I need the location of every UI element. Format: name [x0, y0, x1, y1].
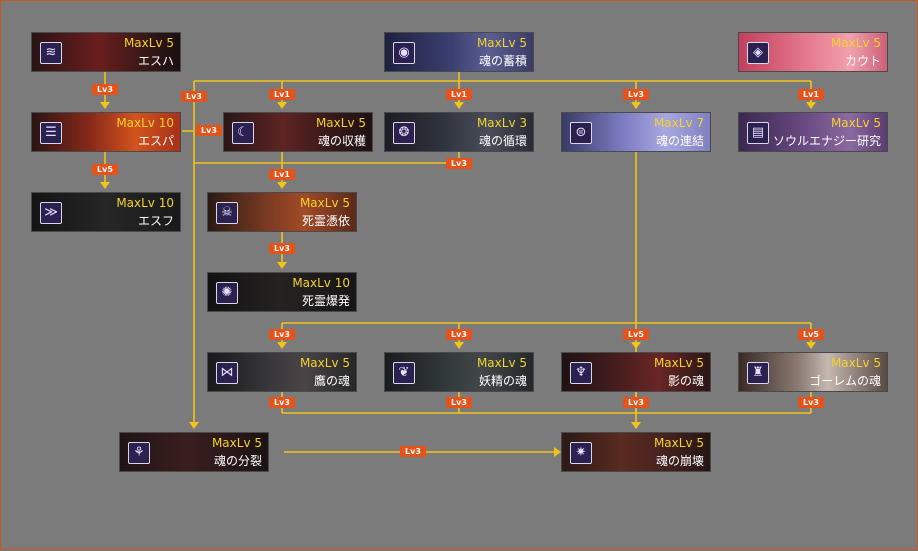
skill-hyoui[interactable]: ☠ MaxLv 5 死霊憑依 [207, 192, 357, 232]
skill-name: 影の魂 [667, 374, 704, 388]
skill-esufu[interactable]: ≫ MaxLv 10 エスフ [31, 192, 181, 232]
maxlv-label: MaxLv 10 [292, 276, 350, 290]
skill-bunretsu[interactable]: ⚘ MaxLv 5 魂の分裂 [119, 432, 269, 472]
skill-name: 死霊憑依 [301, 214, 350, 228]
skull-icon: ☠ [216, 202, 238, 224]
skill-name: 魂の循環 [478, 134, 527, 148]
level-tag: Lv1 [269, 89, 295, 100]
orb-icon: ◉ [393, 42, 415, 64]
level-tag: Lv3 [269, 243, 295, 254]
level-tag: Lv3 [446, 329, 472, 340]
level-tag: Lv5 [92, 164, 118, 175]
skill-yousei[interactable]: ❦ MaxLv 5 妖精の魂 [384, 352, 534, 392]
ripple-icon: ☰ [40, 122, 62, 144]
maxlv-label: MaxLv 5 [653, 436, 704, 450]
skill-esuha[interactable]: ≋ MaxLv 5 エスハ [31, 32, 181, 72]
cycle-icon: ❂ [393, 122, 415, 144]
book-icon: ▤ [747, 122, 769, 144]
skill-junkan[interactable]: ❂ MaxLv 3 魂の循環 [384, 112, 534, 152]
maxlv-label: MaxLv 7 [653, 116, 704, 130]
level-tag: Lv1 [798, 89, 824, 100]
skill-taka[interactable]: ⋈ MaxLv 5 鷹の魂 [207, 352, 357, 392]
level-tag: Lv3 [400, 446, 426, 457]
skill-name: エスフ [137, 214, 174, 228]
level-tag: Lv3 [92, 84, 118, 95]
chevron-icon: ≫ [40, 202, 62, 224]
skill-name: 妖精の魂 [478, 374, 527, 388]
skill-houkai[interactable]: ✷ MaxLv 5 魂の崩壊 [561, 432, 711, 472]
maxlv-label: MaxLv 3 [476, 116, 527, 130]
maxlv-label: MaxLv 10 [116, 196, 174, 210]
skill-bakuhatsu[interactable]: ✺ MaxLv 10 死霊爆発 [207, 272, 357, 312]
link-fairy-icon: ❦ [393, 362, 415, 384]
maxlv-label: MaxLv 5 [653, 356, 704, 370]
level-tag: Lv3 [269, 397, 295, 408]
skill-name: エスハ [137, 54, 174, 68]
level-tag: Lv5 [798, 329, 824, 340]
skill-kauto[interactable]: ◈ MaxLv 5 カウト [738, 32, 888, 72]
maxlv-label: MaxLv 5 [315, 116, 366, 130]
link-shadow-icon: ♆ [570, 362, 592, 384]
skill-kenkyu[interactable]: ▤ MaxLv 5 ソウルエナジー研究 [738, 112, 888, 152]
skill-name: 魂の崩壊 [655, 454, 704, 468]
skill-name: カウト [844, 54, 881, 68]
wave-icon: ≋ [40, 42, 62, 64]
level-tag: Lv3 [623, 397, 649, 408]
level-tag: Lv5 [623, 329, 649, 340]
level-tag: Lv3 [181, 91, 207, 102]
skill-esupa[interactable]: ☰ MaxLv 10 エスパ [31, 112, 181, 152]
burst-icon: ✺ [216, 282, 238, 304]
skill-name: エスパ [137, 134, 174, 148]
maxlv-label: MaxLv 5 [476, 36, 527, 50]
link-golem-icon: ♜ [747, 362, 769, 384]
skill-chikuseki[interactable]: ◉ MaxLv 5 魂の蓄積 [384, 32, 534, 72]
skill-name: ゴーレムの魂 [809, 374, 881, 388]
maxlv-label: MaxLv 10 [116, 116, 174, 130]
skill-name: 魂の蓄積 [478, 54, 527, 68]
skill-renketsu[interactable]: ⊜ MaxLv 7 魂の連結 [561, 112, 711, 152]
maxlv-label: MaxLv 5 [830, 116, 881, 130]
level-tag: Lv3 [798, 397, 824, 408]
collapse-icon: ✷ [570, 442, 592, 464]
skill-name: 鷹の魂 [313, 374, 350, 388]
split-icon: ⚘ [128, 442, 150, 464]
maxlv-label: MaxLv 5 [123, 36, 174, 50]
maxlv-label: MaxLv 5 [299, 196, 350, 210]
skill-golem[interactable]: ♜ MaxLv 5 ゴーレムの魂 [738, 352, 888, 392]
skill-kage[interactable]: ♆ MaxLv 5 影の魂 [561, 352, 711, 392]
skill-name: 魂の分裂 [213, 454, 262, 468]
skill-name: 死霊爆発 [301, 294, 350, 308]
maxlv-label: MaxLv 5 [476, 356, 527, 370]
diamond-icon: ◈ [747, 42, 769, 64]
skill-name: 魂の連結 [655, 134, 704, 148]
skill-name: ソウルエナジー研究 [772, 134, 881, 148]
level-tag: Lv1 [269, 169, 295, 180]
crescent-icon: ☾ [232, 122, 254, 144]
level-tag: Lv3 [446, 158, 472, 169]
maxlv-label: MaxLv 5 [299, 356, 350, 370]
level-tag: Lv3 [446, 397, 472, 408]
maxlv-label: MaxLv 5 [211, 436, 262, 450]
maxlv-label: MaxLv 5 [830, 356, 881, 370]
link-ring-icon: ⊜ [570, 122, 592, 144]
link-hawk-icon: ⋈ [216, 362, 238, 384]
level-tag: Lv3 [196, 125, 222, 136]
level-tag: Lv1 [446, 89, 472, 100]
level-tag: Lv3 [623, 89, 649, 100]
level-tag: Lv3 [269, 329, 295, 340]
skill-shukaku[interactable]: ☾ MaxLv 5 魂の収穫 [223, 112, 373, 152]
skill-name: 魂の収穫 [317, 134, 366, 148]
maxlv-label: MaxLv 5 [830, 36, 881, 50]
